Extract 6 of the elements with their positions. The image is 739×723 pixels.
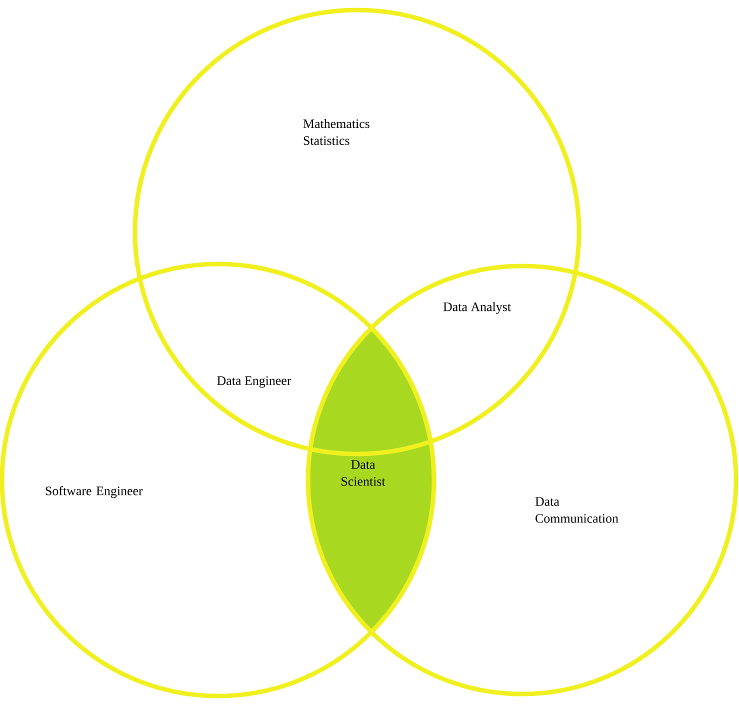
region-label: Data Engineer [217,376,292,388]
highlighted-intersection: Data Scientist [308,328,434,632]
circle-label: Mathematics Statistics [303,118,370,146]
circle-label: Data Communication [535,497,618,523]
region-label: Data Analyst [443,302,511,314]
circle-label: Software Engineer [46,486,143,498]
